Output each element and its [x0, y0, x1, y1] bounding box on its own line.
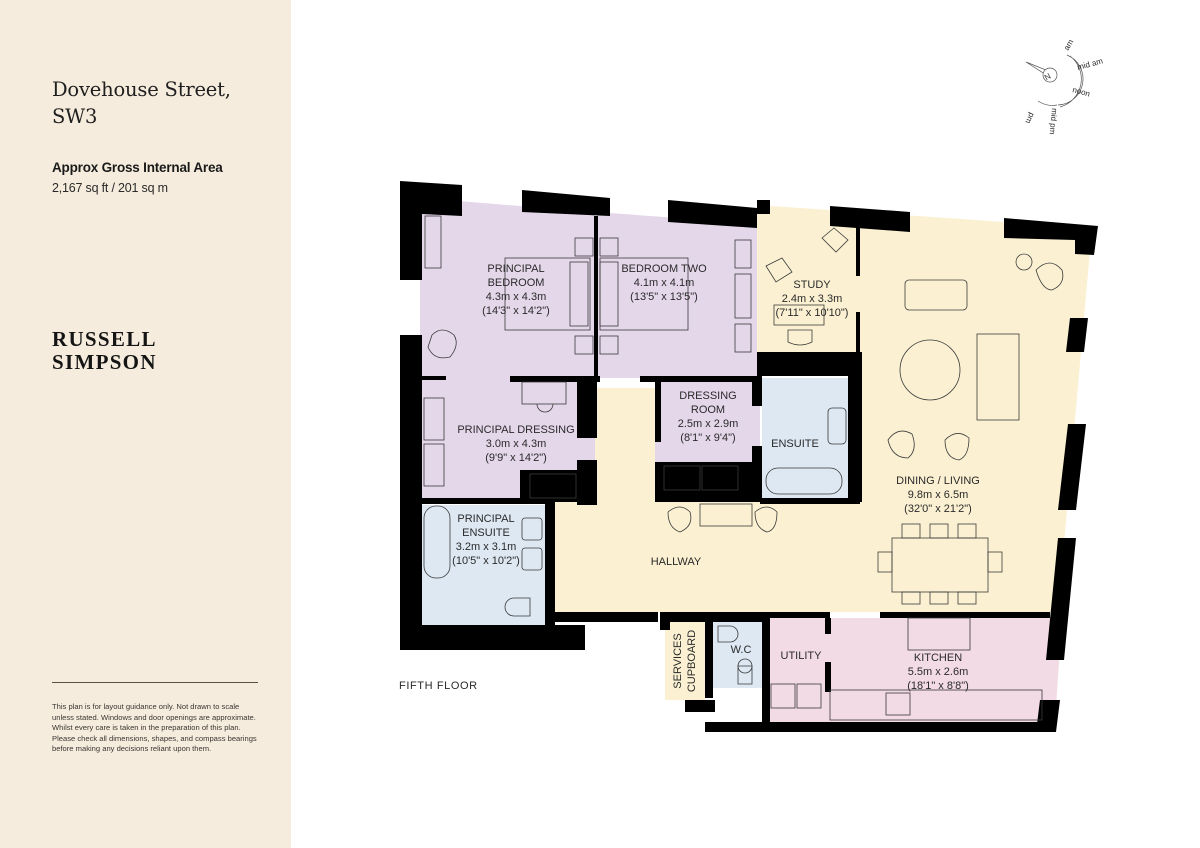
property-address: Dovehouse Street, SW3	[52, 76, 231, 130]
kitchen-area	[768, 618, 1062, 722]
principal-bedroom-area	[420, 198, 595, 378]
room-fills	[420, 198, 1092, 722]
compass-mid-am: mid am	[1076, 56, 1104, 72]
principal-ensuite-name-1: PRINCIPAL	[457, 513, 514, 525]
disclaimer-text: This plan is for layout guidance only. N…	[52, 702, 257, 753]
services-cupboard-name-2: CUPBOARD	[686, 630, 698, 692]
label-dining-living: DINING / LIVING 9.8m x 6.5m (32'0" x 21'…	[896, 475, 980, 515]
compass-north: N	[1043, 71, 1053, 82]
label-study: STUDY 2.4m x 3.3m (7'11" x 10'10")	[776, 279, 849, 319]
brand-line-1: RUSSELL	[52, 327, 157, 351]
study-area	[757, 205, 860, 352]
study-imperial: (7'11" x 10'10")	[776, 307, 849, 319]
sidebar-panel: Dovehouse Street, SW3 Approx Gross Inter…	[0, 0, 291, 848]
compass-noon: noon	[1071, 85, 1091, 98]
address-postcode: SW3	[52, 105, 98, 128]
furniture	[423, 215, 1064, 721]
dining-living-metric: 9.8m x 6.5m	[908, 489, 969, 501]
label-principal-bedroom: PRINCIPAL BEDROOM 4.3m x 4.3m (14'3" x 1…	[482, 263, 550, 317]
principal-ensuite-area	[420, 505, 545, 625]
study-name: STUDY	[793, 279, 831, 291]
compass-rose: N am mid am noon mid pm pm	[1023, 38, 1104, 135]
label-kitchen: KITCHEN 5.5m x 2.6m (18'1" x 8'8")	[907, 652, 969, 692]
label-bedroom-two: BEDROOM TWO 4.1m x 4.1m (13'5" x 13'5")	[621, 263, 707, 303]
kitchen-metric: 5.5m x 2.6m	[908, 666, 969, 678]
principal-dressing-imperial: (9'9" x 14'2")	[485, 452, 547, 464]
principal-ensuite-name-2: ENSUITE	[462, 527, 510, 539]
principal-dressing-name: PRINCIPAL DRESSING	[457, 424, 574, 436]
dressing-room-name-1: DRESSING	[679, 390, 736, 402]
dining-living-imperial: (32'0" x 21'2")	[904, 503, 972, 515]
area-title: Approx Gross Internal Area	[52, 160, 223, 175]
dressing-room-name-2: ROOM	[691, 404, 725, 416]
compass-am: am	[1062, 38, 1076, 52]
bedroom-two-area	[597, 212, 757, 378]
label-principal-dressing: PRINCIPAL DRESSING 3.0m x 4.3m (9'9" x 1…	[457, 424, 574, 464]
study-metric: 2.4m x 3.3m	[782, 293, 843, 305]
walls	[400, 181, 1098, 732]
utility-name: UTILITY	[781, 650, 823, 662]
principal-ensuite-metric: 3.2m x 3.1m	[456, 541, 517, 553]
services-cupboard-name-1: SERVICES	[672, 633, 684, 688]
dining-living-name: DINING / LIVING	[896, 475, 980, 487]
principal-bedroom-name-2: BEDROOM	[488, 277, 545, 289]
bedroom-two-name: BEDROOM TWO	[621, 263, 707, 275]
services-cupboard-area	[665, 622, 705, 700]
area-value: 2,167 sq ft / 201 sq m	[52, 181, 168, 195]
dressing-room-metric: 2.5m x 2.9m	[678, 418, 739, 430]
compass-needle-icon	[1025, 54, 1084, 108]
bedroom-two-metric: 4.1m x 4.1m	[634, 277, 695, 289]
floor-label: FIFTH FLOOR	[399, 680, 478, 692]
ensuite-name: ENSUITE	[771, 438, 819, 450]
dressing-room-area	[655, 378, 760, 462]
label-dressing-room: DRESSING ROOM 2.5m x 2.9m (8'1" x 9'4")	[678, 390, 739, 444]
principal-bedroom-imperial: (14'3" x 14'2")	[482, 305, 550, 317]
wc-area	[712, 618, 768, 688]
compass-pm: pm	[1023, 111, 1036, 125]
room-labels: PRINCIPAL BEDROOM 4.3m x 4.3m (14'3" x 1…	[452, 263, 980, 692]
sidebar-divider	[52, 682, 258, 683]
principal-ensuite-imperial: (10'5" x 10'2")	[452, 555, 520, 567]
principal-dressing-metric: 3.0m x 4.3m	[486, 438, 547, 450]
dressing-room-imperial: (8'1" x 9'4")	[680, 432, 735, 444]
brand-line-2: SIMPSON	[52, 350, 157, 374]
compass-mid-pm: mid pm	[1048, 108, 1059, 135]
brand-logo: RUSSELL SIMPSON	[52, 328, 157, 374]
wc-name: W.C	[731, 644, 752, 656]
dining-living-area	[795, 212, 1092, 612]
bedroom-two-imperial: (13'5" x 13'5")	[630, 291, 698, 303]
hallway-name: HALLWAY	[651, 556, 702, 568]
kitchen-imperial: (18'1" x 8'8")	[907, 680, 969, 692]
label-principal-ensuite: PRINCIPAL ENSUITE 3.2m x 3.1m (10'5" x 1…	[452, 513, 520, 567]
principal-bedroom-metric: 4.3m x 4.3m	[486, 291, 547, 303]
kitchen-name: KITCHEN	[914, 652, 962, 664]
label-services-cupboard: SERVICES CUPBOARD	[672, 630, 698, 692]
principal-bedroom-name-1: PRINCIPAL	[487, 263, 544, 275]
address-street: Dovehouse Street,	[52, 78, 231, 101]
